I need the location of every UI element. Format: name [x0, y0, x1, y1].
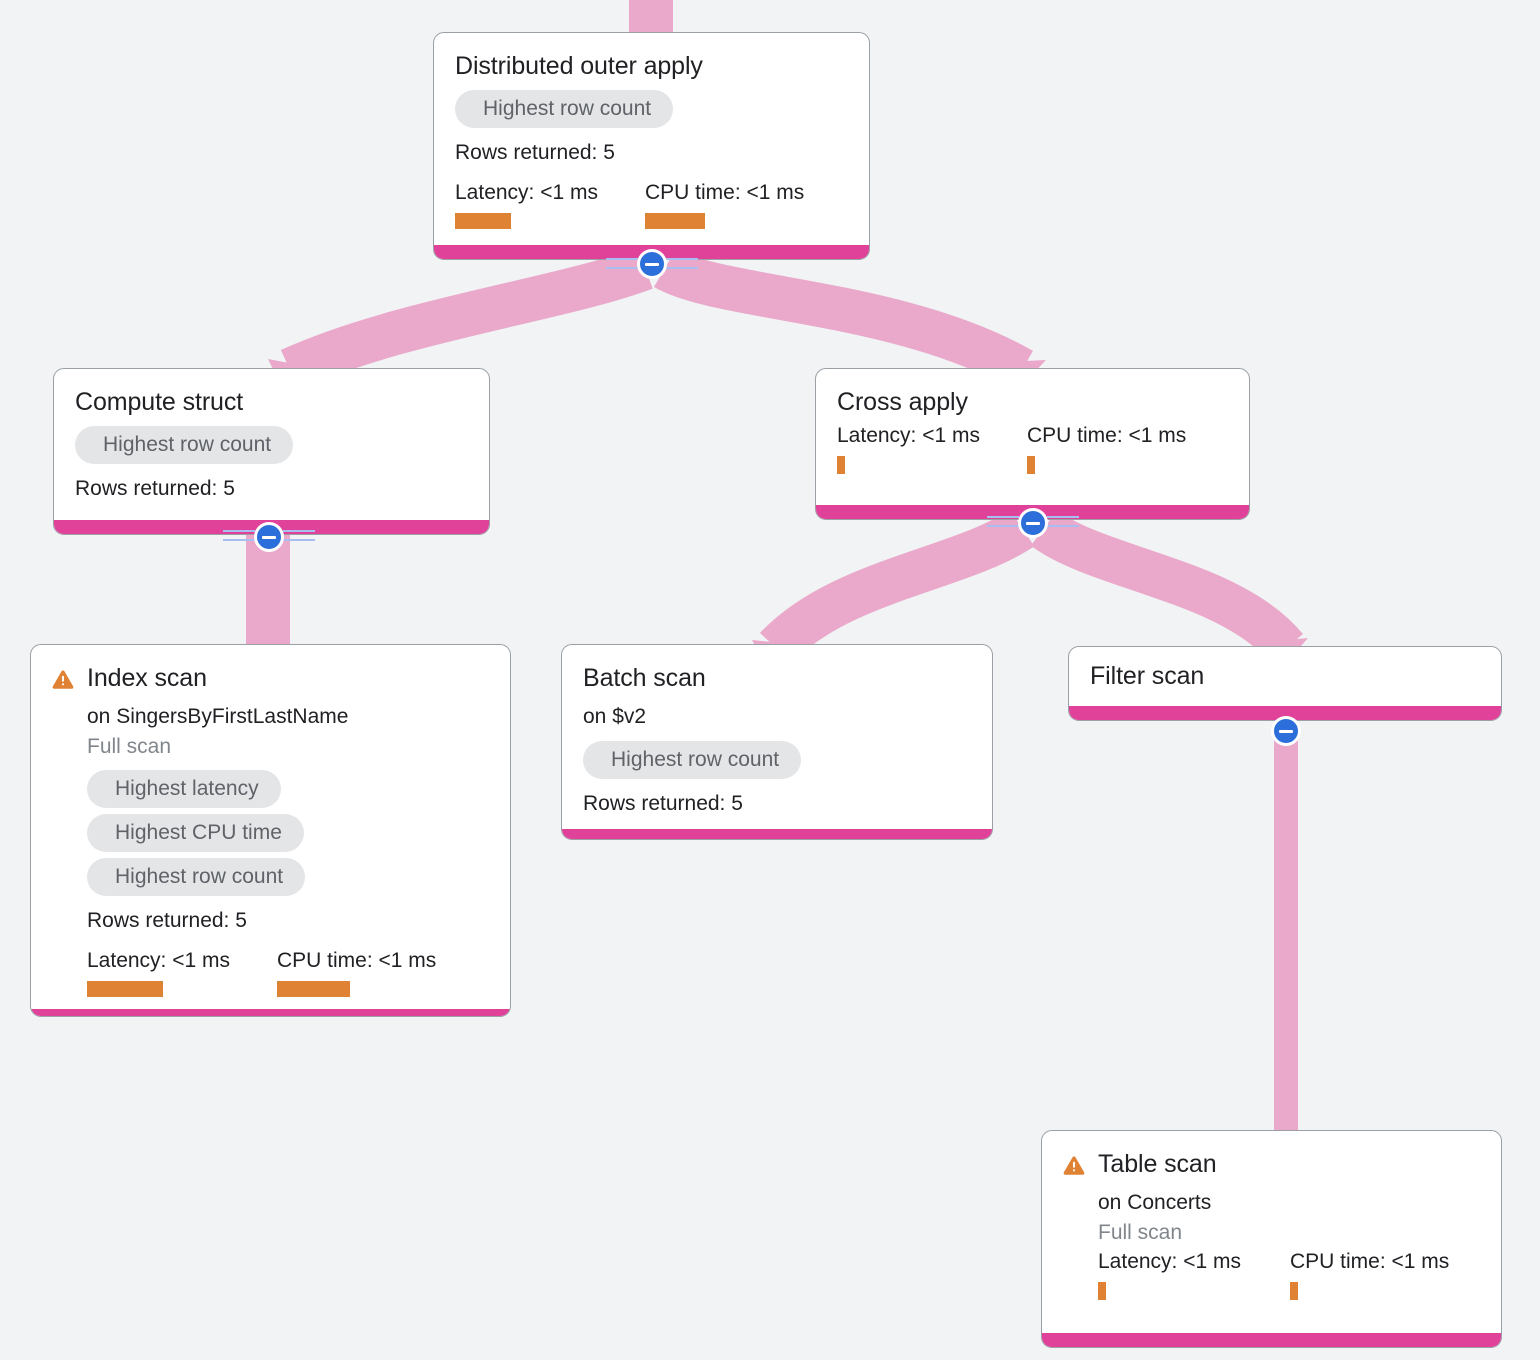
node-body: Index scan on SingersByFirstLastName Ful… [31, 645, 510, 1009]
node-distributed-outer-apply[interactable]: Distributed outer apply Highest row coun… [433, 32, 870, 260]
node-header: Filter scan [1090, 661, 1480, 691]
node-detail: on $v2 Highest row count Rows returned: … [583, 702, 971, 817]
node-detail: Highest row count Rows returned: 5 Laten… [455, 90, 848, 229]
node-title: Index scan [87, 664, 207, 692]
badge-highest-latency: Highest latency [87, 770, 281, 808]
edge-cross-apply-to-filter-scan [1030, 509, 1303, 663]
metric-cpu-time: CPU time: <1 ms [1027, 423, 1186, 474]
warning-icon [52, 670, 74, 689]
node-accent-bar [1069, 706, 1501, 720]
rows-returned: Rows returned: 5 [75, 477, 235, 500]
node-detail: Latency: <1 ms CPU time: <1 ms [837, 423, 1228, 474]
node-header: Table scan [1063, 1149, 1480, 1179]
metric-latency-label: Latency: <1 ms [455, 181, 598, 204]
badge-highest-row-count: Highest row count [87, 858, 306, 896]
metric-latency-label: Latency: <1 ms [837, 424, 980, 447]
node-index-scan[interactable]: Index scan on SingersByFirstLastName Ful… [30, 644, 511, 1017]
node-cross-apply[interactable]: Cross apply Latency: <1 ms CPU time: <1 … [815, 368, 1250, 520]
metric-latency: Latency: <1 ms [1098, 1249, 1290, 1300]
metric-cpu-time-bar [277, 981, 350, 997]
metric-latency-bar [87, 981, 163, 997]
rows-returned: Rows returned: 5 [87, 909, 247, 932]
node-subtitle: on Concerts [1098, 1191, 1212, 1214]
collapse-toggle-compute-struct[interactable] [254, 522, 284, 552]
node-filter-scan[interactable]: Filter scan [1068, 646, 1502, 721]
metric-latency: Latency: <1 ms [837, 423, 1027, 474]
node-title: Distributed outer apply [455, 52, 703, 80]
node-header: Distributed outer apply [455, 51, 848, 81]
badge-highest-row-count: Highest row count [455, 90, 674, 128]
node-table-scan[interactable]: Table scan on Concerts Full scan Latency… [1041, 1130, 1502, 1348]
metric-cpu-time: CPU time: <1 ms [277, 948, 436, 997]
node-header: Index scan [52, 663, 489, 693]
node-subtitle: on $v2 [583, 705, 647, 728]
badge-highest-row-count: Highest row count [75, 426, 294, 464]
badge-highest-row-count: Highest row count [583, 741, 802, 779]
metric-latency-bar [837, 456, 845, 474]
metric-cpu-time: CPU time: <1 ms [645, 180, 804, 229]
node-body: Compute struct Highest row count Rows re… [54, 369, 489, 520]
metric-latency-bar [1098, 1282, 1106, 1300]
node-header: Cross apply [837, 387, 1228, 417]
metrics-row: Latency: <1 ms CPU time: <1 ms [87, 948, 489, 997]
badge-list: Highest latency Highest CPU time Highest… [87, 770, 489, 896]
metric-cpu-time-bar [1290, 1282, 1298, 1300]
metric-cpu-time-label: CPU time: <1 ms [645, 181, 805, 204]
badge-list: Highest row count [75, 426, 468, 464]
node-scan-type: Full scan [87, 735, 172, 758]
metric-cpu-time: CPU time: <1 ms [1290, 1249, 1449, 1300]
node-subtitle: on SingersByFirstLastName [87, 705, 349, 728]
metric-cpu-time-bar [645, 213, 705, 229]
warning-icon [1063, 1156, 1085, 1175]
metric-latency-label: Latency: <1 ms [87, 949, 230, 972]
node-header: Batch scan [583, 663, 971, 693]
metric-cpu-time-label: CPU time: <1 ms [277, 949, 437, 972]
metric-cpu-time-label: CPU time: <1 ms [1027, 424, 1187, 447]
node-body: Table scan on Concerts Full scan Latency… [1042, 1131, 1501, 1333]
metrics-row: Latency: <1 ms CPU time: <1 ms [837, 423, 1228, 474]
node-detail: on SingersByFirstLastName Full scan High… [52, 702, 489, 997]
node-scan-type: Full scan [1098, 1221, 1183, 1244]
rows-returned: Rows returned: 5 [583, 792, 743, 815]
node-accent-bar [31, 1009, 510, 1016]
node-accent-bar [1042, 1333, 1501, 1347]
collapse-toggle-distributed-outer-apply[interactable] [637, 249, 667, 279]
metric-latency-label: Latency: <1 ms [1098, 1250, 1241, 1273]
metric-cpu-time-bar [1027, 456, 1035, 474]
edge-root-to-compute-struct [280, 247, 653, 391]
node-compute-struct[interactable]: Compute struct Highest row count Rows re… [53, 368, 490, 535]
metric-cpu-time-label: CPU time: <1 ms [1290, 1250, 1450, 1273]
node-title: Compute struct [75, 388, 244, 416]
metric-latency-bar [455, 213, 511, 229]
node-detail: Highest row count Rows returned: 5 [75, 426, 468, 502]
node-title: Batch scan [583, 664, 706, 692]
node-title: Cross apply [837, 388, 968, 416]
node-body: Batch scan on $v2 Highest row count Rows… [562, 645, 992, 829]
metric-latency: Latency: <1 ms [87, 948, 277, 997]
node-title: Table scan [1098, 1150, 1217, 1178]
rows-returned: Rows returned: 5 [455, 141, 615, 164]
node-body: Filter scan [1069, 647, 1501, 706]
metrics-row: Latency: <1 ms CPU time: <1 ms [455, 180, 848, 229]
node-batch-scan[interactable]: Batch scan on $v2 Highest row count Rows… [561, 644, 993, 840]
collapse-toggle-cross-apply[interactable] [1018, 508, 1048, 538]
node-header: Compute struct [75, 387, 468, 417]
metric-latency: Latency: <1 ms [455, 180, 645, 229]
badge-list: Highest row count [583, 741, 971, 779]
edge-root-to-cross-apply [653, 248, 1033, 390]
metrics-row: Latency: <1 ms CPU time: <1 ms [1098, 1249, 1480, 1300]
node-body: Distributed outer apply Highest row coun… [434, 33, 869, 245]
node-body: Cross apply Latency: <1 ms CPU time: <1 … [816, 369, 1249, 505]
collapse-toggle-filter-scan[interactable] [1271, 716, 1301, 746]
edge-cross-apply-to-batch-scan [759, 509, 1035, 664]
badge-list: Highest row count [455, 90, 848, 128]
node-accent-bar [562, 829, 992, 839]
node-detail: on Concerts Full scan Latency: <1 ms CPU… [1063, 1188, 1480, 1300]
node-title: Filter scan [1090, 662, 1205, 690]
badge-highest-cpu-time: Highest CPU time [87, 814, 304, 852]
